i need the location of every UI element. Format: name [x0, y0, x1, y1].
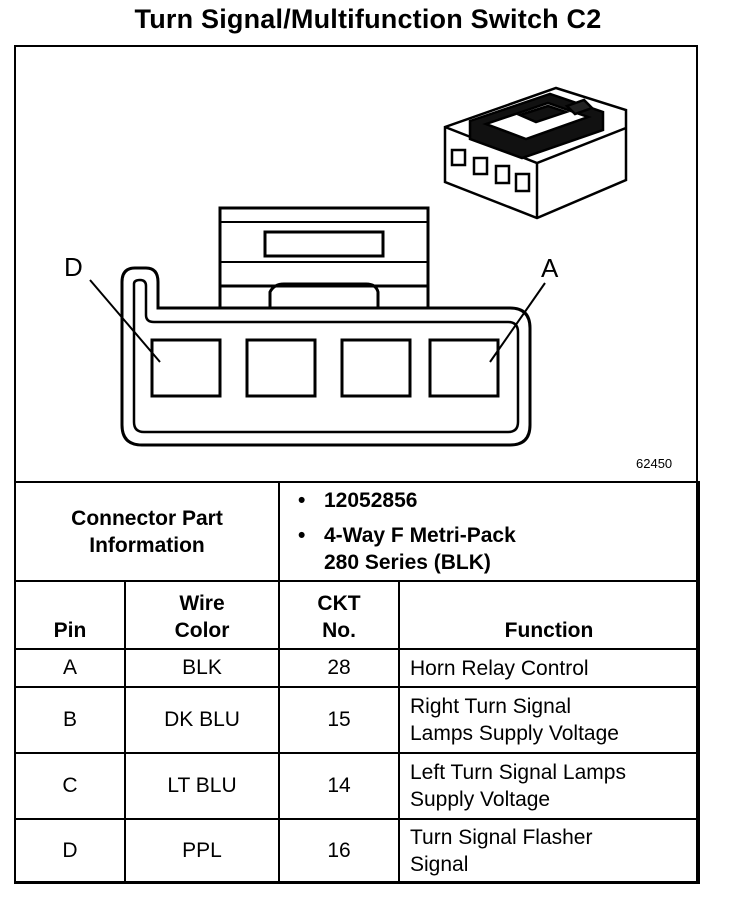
wire-color-cell: DK BLU [124, 686, 280, 754]
pin-cell: B [14, 686, 126, 754]
function-cell: Horn Relay Control [398, 648, 700, 688]
ckt-cell: 14 [278, 752, 400, 820]
ckt-cell: 15 [278, 686, 400, 754]
pin-cell: D [14, 818, 126, 884]
pin-label-a: A [541, 253, 559, 283]
pin-label-d: D [64, 252, 83, 282]
bullet: • [298, 524, 306, 547]
pin-cell: C [14, 752, 126, 820]
connector-description-line1: 4-Way F Metri-Pack [324, 524, 516, 547]
connector-isometric-view [443, 86, 628, 220]
figure-number: 62450 [636, 456, 673, 471]
column-header-pin: Pin [14, 580, 126, 650]
pin-cell: A [14, 648, 126, 688]
part-number: 12052856 [324, 489, 418, 512]
connector-part-row: Connector Part Information • 12052856 • 4-… [14, 481, 700, 582]
diagram-title: Turn Signal/Multifunction Switch C2 [134, 4, 602, 34]
column-header-function: Function [398, 580, 700, 650]
connector-part-label-line2: Information [89, 533, 205, 557]
wire-color-cell: BLK [124, 648, 280, 688]
ckt-cell: 16 [278, 818, 400, 884]
connector-drawing [89, 86, 628, 447]
wire-color-cell: PPL [124, 818, 280, 884]
connector-part-label: Connector Part Information [14, 481, 280, 582]
connector-part-label-line1: Connector Part [71, 506, 223, 530]
table-row: A BLK 28 Horn Relay Control [14, 648, 700, 688]
connector-part-value: • 12052856 • 4-Way F Metri-Pack 280 Series… [278, 481, 700, 582]
connector-description-line2: 280 Series (BLK) [324, 551, 491, 574]
ckt-cell: 28 [278, 648, 400, 688]
bullet: • [298, 489, 306, 512]
connector-front-view [89, 206, 546, 447]
wire-color-cell: LT BLU [124, 752, 280, 820]
connector-table: Connector Part Information • 12052856 • 4-… [14, 481, 700, 884]
